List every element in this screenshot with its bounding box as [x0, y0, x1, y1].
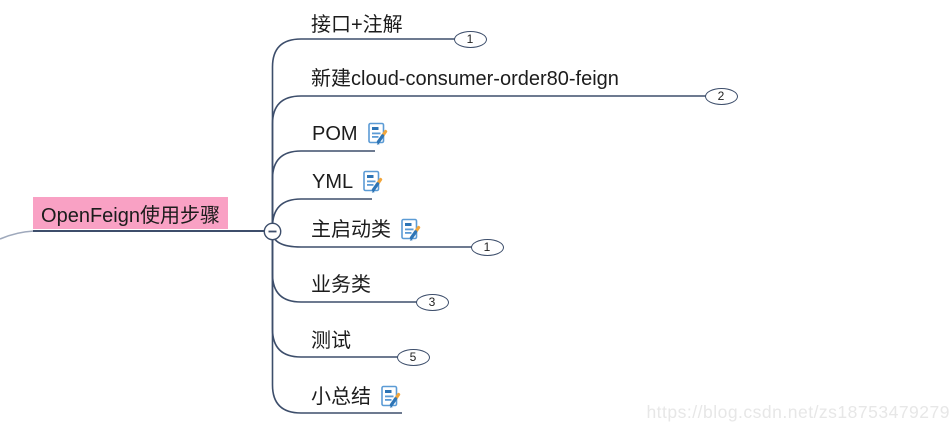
topic-text: 小总结: [311, 386, 371, 408]
topic-label[interactable]: POM: [312, 121, 388, 154]
collapse-button[interactable]: [263, 222, 282, 241]
priority-badge[interactable]: 2: [704, 87, 738, 105]
topic-label[interactable]: YML: [312, 169, 383, 202]
note-icon[interactable]: [367, 122, 388, 154]
priority-badge[interactable]: 1: [470, 238, 504, 256]
branch-line: [271, 231, 402, 414]
topic-text: 接口+注解: [311, 14, 403, 36]
note-icon[interactable]: [381, 385, 401, 417]
branch-line: [271, 38, 456, 232]
topic-label[interactable]: 业务类: [311, 272, 371, 298]
priority-badge[interactable]: 5: [396, 348, 430, 366]
branch-line: [271, 95, 707, 232]
topic-text: YML: [312, 171, 354, 193]
topic-label[interactable]: 测试: [311, 328, 351, 354]
topic-label[interactable]: 小总结: [311, 384, 401, 417]
topic-label[interactable]: 新建cloud-consumer-order80-feign: [311, 66, 619, 92]
note-icon[interactable]: [363, 170, 383, 202]
branch-line: [271, 150, 375, 232]
topic-text: POM: [312, 123, 358, 145]
watermark-text: https://blog.csdn.net/zs18753479279: [646, 402, 950, 422]
topic-text: 主启动类: [311, 219, 391, 241]
topic-text: 测试: [311, 330, 351, 352]
topic-text: 新建cloud-consumer-order80-feign: [311, 68, 619, 90]
topic-text: 业务类: [311, 274, 371, 296]
parent-connector-line: [0, 230, 35, 240]
root-topic[interactable]: OpenFeign使用步骤: [33, 197, 228, 229]
topic-label[interactable]: 接口+注解: [311, 12, 403, 38]
note-icon[interactable]: [401, 218, 421, 250]
priority-badge[interactable]: 3: [415, 293, 449, 311]
topic-label[interactable]: 主启动类: [311, 217, 421, 250]
priority-badge[interactable]: 1: [453, 30, 487, 48]
